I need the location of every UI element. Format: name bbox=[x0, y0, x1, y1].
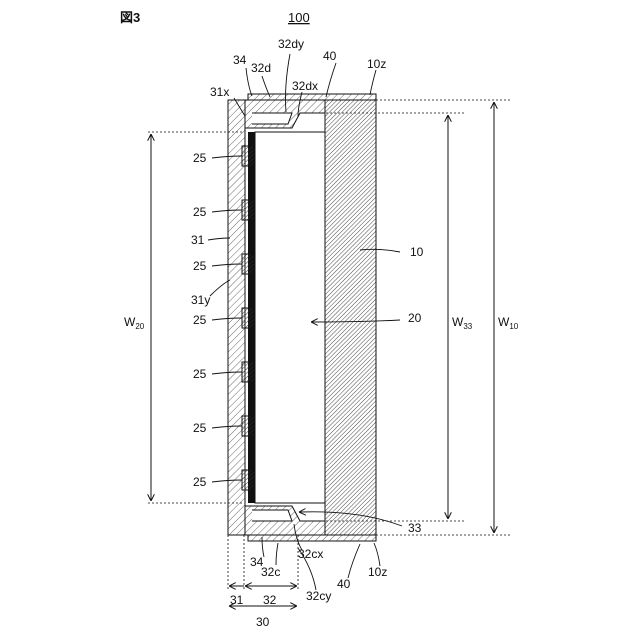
label-25: 25 bbox=[193, 151, 207, 165]
spacer-block bbox=[242, 254, 254, 274]
label-30-bracket: 30 bbox=[256, 615, 270, 629]
label-32d: 32d bbox=[251, 61, 271, 75]
label-32cy: 32cy bbox=[306, 589, 331, 603]
label-32cx: 32cx bbox=[298, 547, 323, 561]
label-25: 25 bbox=[193, 475, 207, 489]
label-32dy: 32dy bbox=[278, 37, 304, 51]
plate-10z-bottom bbox=[248, 535, 376, 541]
dimension-w10: W10 bbox=[498, 315, 519, 331]
label-25: 25 bbox=[193, 313, 207, 327]
spacer-block bbox=[242, 308, 254, 328]
spacer-block bbox=[242, 416, 254, 436]
pocket-bottom bbox=[252, 510, 292, 521]
label-31x: 31x bbox=[210, 85, 229, 99]
figure-label: 図3 bbox=[120, 10, 140, 25]
label-34-top: 34 bbox=[233, 53, 247, 67]
label-32-bracket: 32 bbox=[263, 593, 277, 607]
label-40-bottom: 40 bbox=[337, 577, 351, 591]
label-31: 31 bbox=[191, 233, 205, 247]
assembly-number: 100 bbox=[288, 10, 310, 25]
dimension-w20: W20 bbox=[124, 315, 145, 331]
label-25: 25 bbox=[193, 259, 207, 273]
label-32c: 32c bbox=[261, 565, 280, 579]
label-25: 25 bbox=[193, 367, 207, 381]
label-31-bracket: 31 bbox=[230, 593, 244, 607]
dimension-w33: W33 bbox=[452, 315, 473, 331]
label-10: 10 bbox=[410, 245, 424, 259]
label-32dx: 32dx bbox=[292, 79, 318, 93]
plate-10z-top bbox=[248, 94, 376, 100]
label-31y: 31y bbox=[191, 293, 210, 307]
label-25: 25 bbox=[193, 205, 207, 219]
panel-20 bbox=[255, 132, 325, 503]
label-10z-top: 10z bbox=[367, 57, 386, 71]
spacer-block bbox=[242, 146, 254, 166]
label-40-top: 40 bbox=[323, 49, 337, 63]
label-25: 25 bbox=[193, 421, 207, 435]
label-10z-bottom: 10z bbox=[368, 565, 387, 579]
spacer-block bbox=[242, 200, 254, 220]
pocket-top bbox=[252, 113, 292, 124]
element-10-body bbox=[325, 100, 376, 535]
label-20: 20 bbox=[408, 311, 422, 325]
label-33: 33 bbox=[408, 521, 422, 535]
spacer-block bbox=[242, 362, 254, 382]
spacer-block bbox=[242, 470, 254, 490]
